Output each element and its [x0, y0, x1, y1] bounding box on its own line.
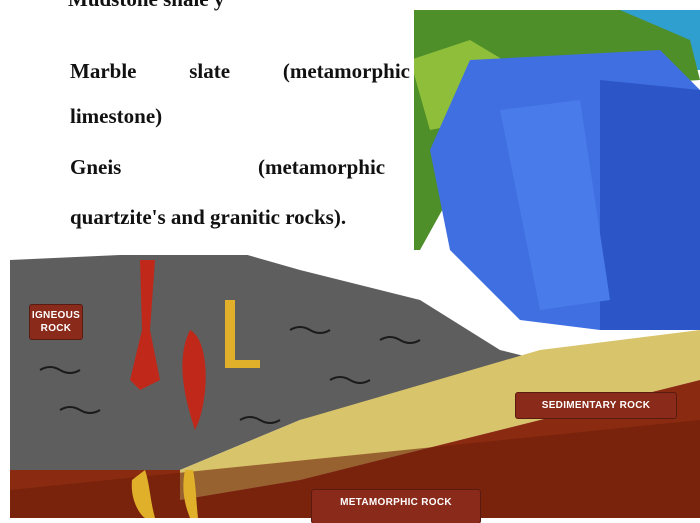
- text-word: Marble: [70, 59, 136, 84]
- metamorphic-rock-label: METAMORPHIC ROCK: [312, 490, 480, 523]
- text-panel: Mudstone shale y Marble slate (metamorph…: [0, 0, 414, 255]
- igneous-rock-label: IGNEOUS ROCK: [30, 305, 82, 339]
- text-line-2: limestone): [70, 104, 162, 129]
- text-line-3-right: (metamorphic: [258, 155, 385, 180]
- cut-off-text-line: Mudstone shale y: [68, 0, 224, 12]
- ocean-right-face: [600, 80, 700, 330]
- text-line-4: quartzite's and granitic rocks).: [70, 205, 346, 230]
- left-margin: [0, 250, 10, 518]
- text-word: (metamorphic: [283, 59, 410, 84]
- text-line-3-left: Gneis: [70, 155, 121, 180]
- sedimentary-rock-label: SEDIMENTARY ROCK: [516, 393, 676, 418]
- text-line-1: Marble slate (metamorphic: [70, 59, 410, 84]
- text-word: slate: [189, 59, 230, 84]
